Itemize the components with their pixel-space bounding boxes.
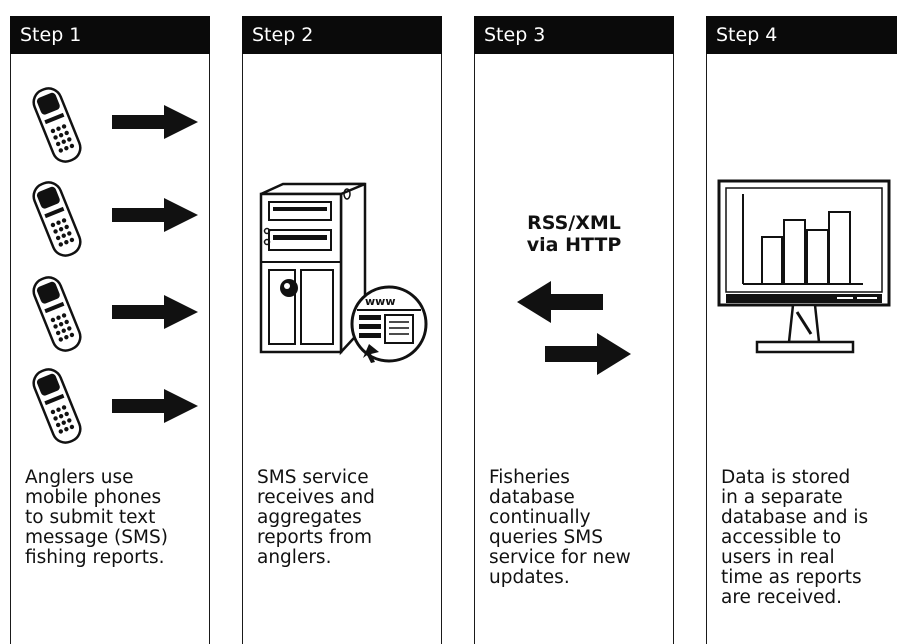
arrow-right-icon (112, 105, 198, 139)
bar-chart-icon (742, 194, 863, 285)
step-3-description: Fisheries database continually queries S… (489, 467, 631, 588)
arrow-right-icon (545, 333, 631, 375)
arrow-right-icon (112, 389, 198, 423)
step-1-panel: Step 1 (10, 16, 210, 644)
mobile-phone-icon (28, 272, 86, 356)
mobile-phone-icon (28, 177, 86, 261)
step-3-header: Step 3 (474, 16, 674, 54)
data-exchange-arrows (517, 281, 631, 375)
arrow-left-icon (517, 281, 603, 323)
arrow-right-icon (112, 295, 198, 329)
step-4-description: Data is stored in a separate database an… (721, 467, 869, 608)
www-label: www (365, 295, 396, 308)
step-4-header: Step 4 (706, 16, 897, 54)
step-1-header: Step 1 (10, 16, 210, 54)
protocol-label-line1: RSS/XML (527, 212, 621, 234)
web-page-badge-icon: www (350, 285, 428, 363)
mobile-phone-icon (28, 364, 86, 448)
step-3-panel: Step 3 RSS/XML via HTTP Fisheries databa… (474, 16, 674, 644)
step-4-panel: Step 4 Data is stored in a separate data… (706, 16, 897, 644)
mobile-phone-icon (28, 83, 86, 167)
monitor-illustration (717, 179, 891, 354)
step-2-header: Step 2 (242, 16, 442, 54)
server-illustration: www (259, 182, 428, 363)
arrow-right-icon (112, 198, 198, 232)
phones-to-server-illustration (28, 83, 198, 448)
step-2-description: SMS service receives and aggregates repo… (257, 467, 375, 568)
step-1-description: Anglers use mobile phones to submit text… (25, 467, 168, 568)
step-2-panel: Step 2 www (242, 16, 442, 644)
server-tower-icon (259, 182, 367, 356)
protocol-label-line2: via HTTP (526, 234, 622, 256)
